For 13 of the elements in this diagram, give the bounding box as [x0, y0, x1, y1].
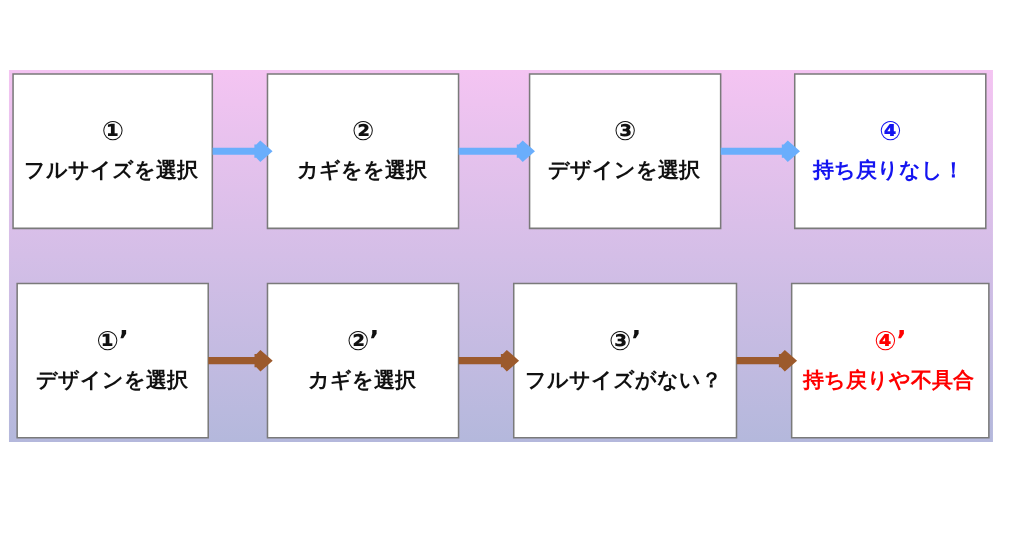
node-box: ③’ フルサイズがない？ [512, 282, 738, 439]
arrow [458, 139, 534, 163]
node-box: ④’ 持ち戻りや不具合 [790, 282, 990, 439]
node-box: ③ デザインを選択 [528, 73, 722, 230]
arrow [212, 139, 271, 163]
node-box: ② カギをを選択 [266, 73, 460, 230]
node-box: ②’ カギを選択 [266, 282, 460, 439]
node-box: ④ 持ち戻りなし！ [793, 73, 987, 230]
node-box: ① フルサイズを選択 [12, 73, 214, 230]
arrow [736, 349, 796, 373]
arrow [720, 139, 799, 163]
arrow [458, 349, 518, 373]
node-box: ①’ デザインを選択 [16, 282, 209, 439]
